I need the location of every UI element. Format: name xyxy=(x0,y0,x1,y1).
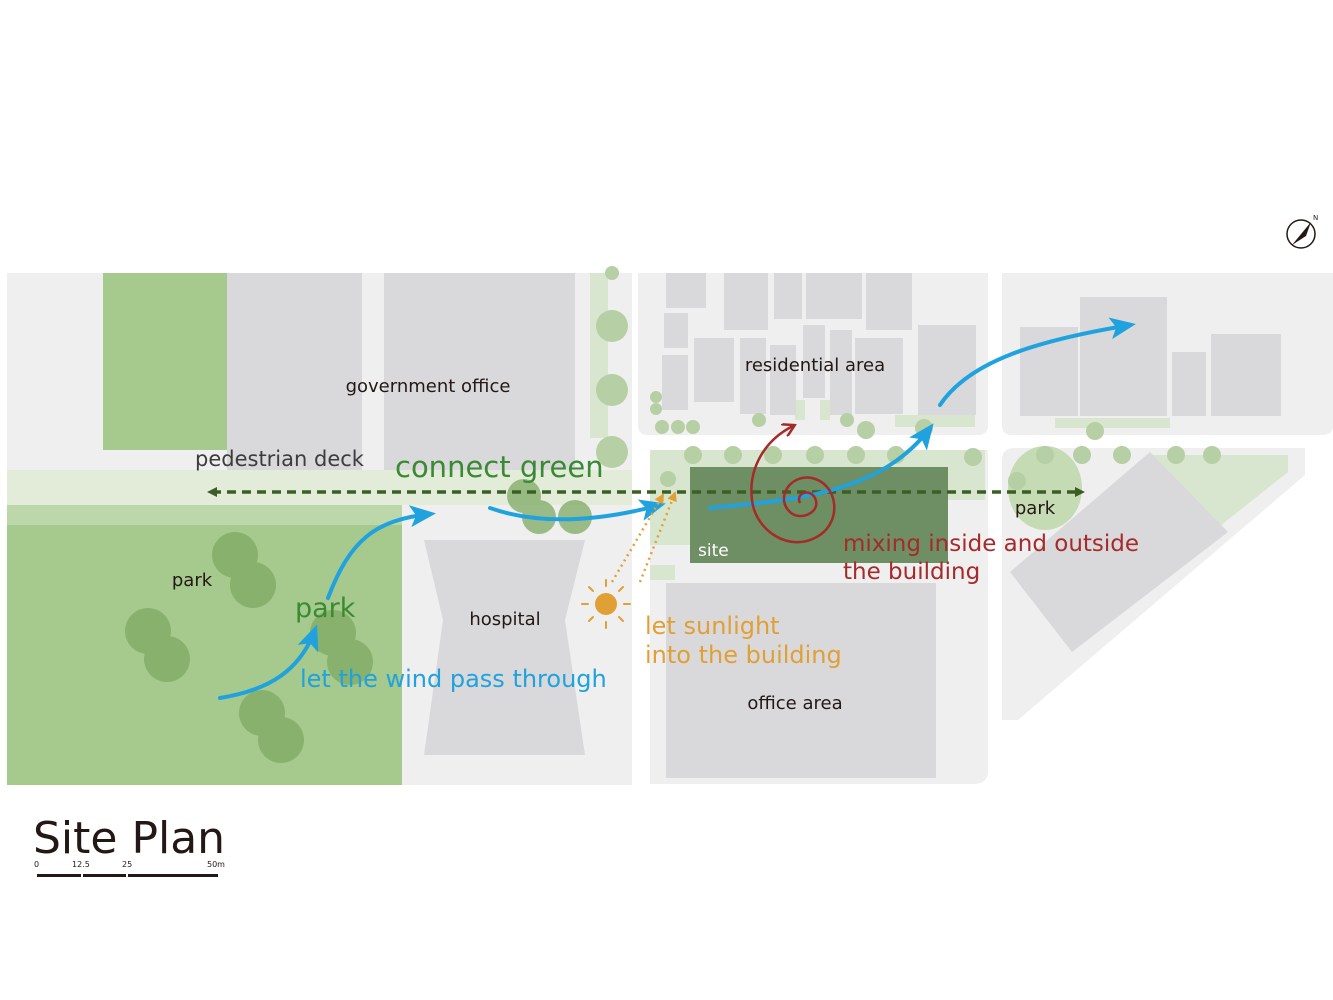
sun-symbol xyxy=(581,491,677,629)
wind-arrows xyxy=(218,317,1136,700)
scale-tick-2: 25 xyxy=(122,860,132,869)
wind-arrow-site xyxy=(708,423,934,510)
label-park-left: park xyxy=(172,570,213,591)
trees xyxy=(125,266,1221,763)
green-areas xyxy=(7,273,1288,785)
compass-icon xyxy=(1286,219,1316,249)
label-pedestrian-deck: pedestrian deck xyxy=(195,447,365,471)
sun-icon xyxy=(595,593,617,615)
area-labels: government office residential area hospi… xyxy=(172,355,1056,714)
label-wind: let the wind pass through xyxy=(300,665,607,693)
green-strip-north xyxy=(590,273,608,438)
scale-tick-0: 0 xyxy=(34,860,39,869)
label-residential-area: residential area xyxy=(745,355,885,376)
scale-bar: 0 12.5 25 50m xyxy=(34,860,225,877)
label-hospital: hospital xyxy=(469,609,540,630)
mixing-spiral xyxy=(750,426,836,544)
label-office-area: office area xyxy=(747,693,842,714)
park-north-west xyxy=(103,273,227,450)
project-site xyxy=(690,467,948,563)
wind-arrow-deck xyxy=(326,505,436,600)
sun-ray-2 xyxy=(638,491,677,583)
sun-ray-1 xyxy=(610,493,665,583)
label-connect-green: connect green xyxy=(395,450,604,484)
label-park-concept: park xyxy=(295,593,356,624)
label-site: site xyxy=(698,541,729,561)
building-south-east xyxy=(1010,452,1228,652)
wind-arrow-park xyxy=(218,624,319,700)
building-hospital xyxy=(424,540,585,755)
scale-tick-1: 12.5 xyxy=(72,860,90,869)
wind-arrow-hospital xyxy=(488,499,666,522)
buildings xyxy=(227,273,1281,778)
north-arrow: N xyxy=(1286,214,1318,249)
wind-arrow-north-east xyxy=(938,317,1136,407)
scale-tick-3: 50m xyxy=(207,860,225,869)
building-government-1 xyxy=(227,273,362,470)
building-office xyxy=(666,583,936,778)
north-label: N xyxy=(1313,214,1318,222)
building-government-2 xyxy=(384,273,575,470)
label-sunlight-1: let sunlight xyxy=(645,612,780,640)
label-park-right: park xyxy=(1015,498,1056,519)
page-title: Site Plan xyxy=(33,813,225,864)
label-mixing-2: the building xyxy=(843,559,980,585)
label-mixing-1: mixing inside and outside xyxy=(843,531,1139,557)
label-government-office: government office xyxy=(346,376,511,397)
label-sunlight-2: into the building xyxy=(645,641,842,669)
park-east-wedge xyxy=(1145,455,1288,530)
